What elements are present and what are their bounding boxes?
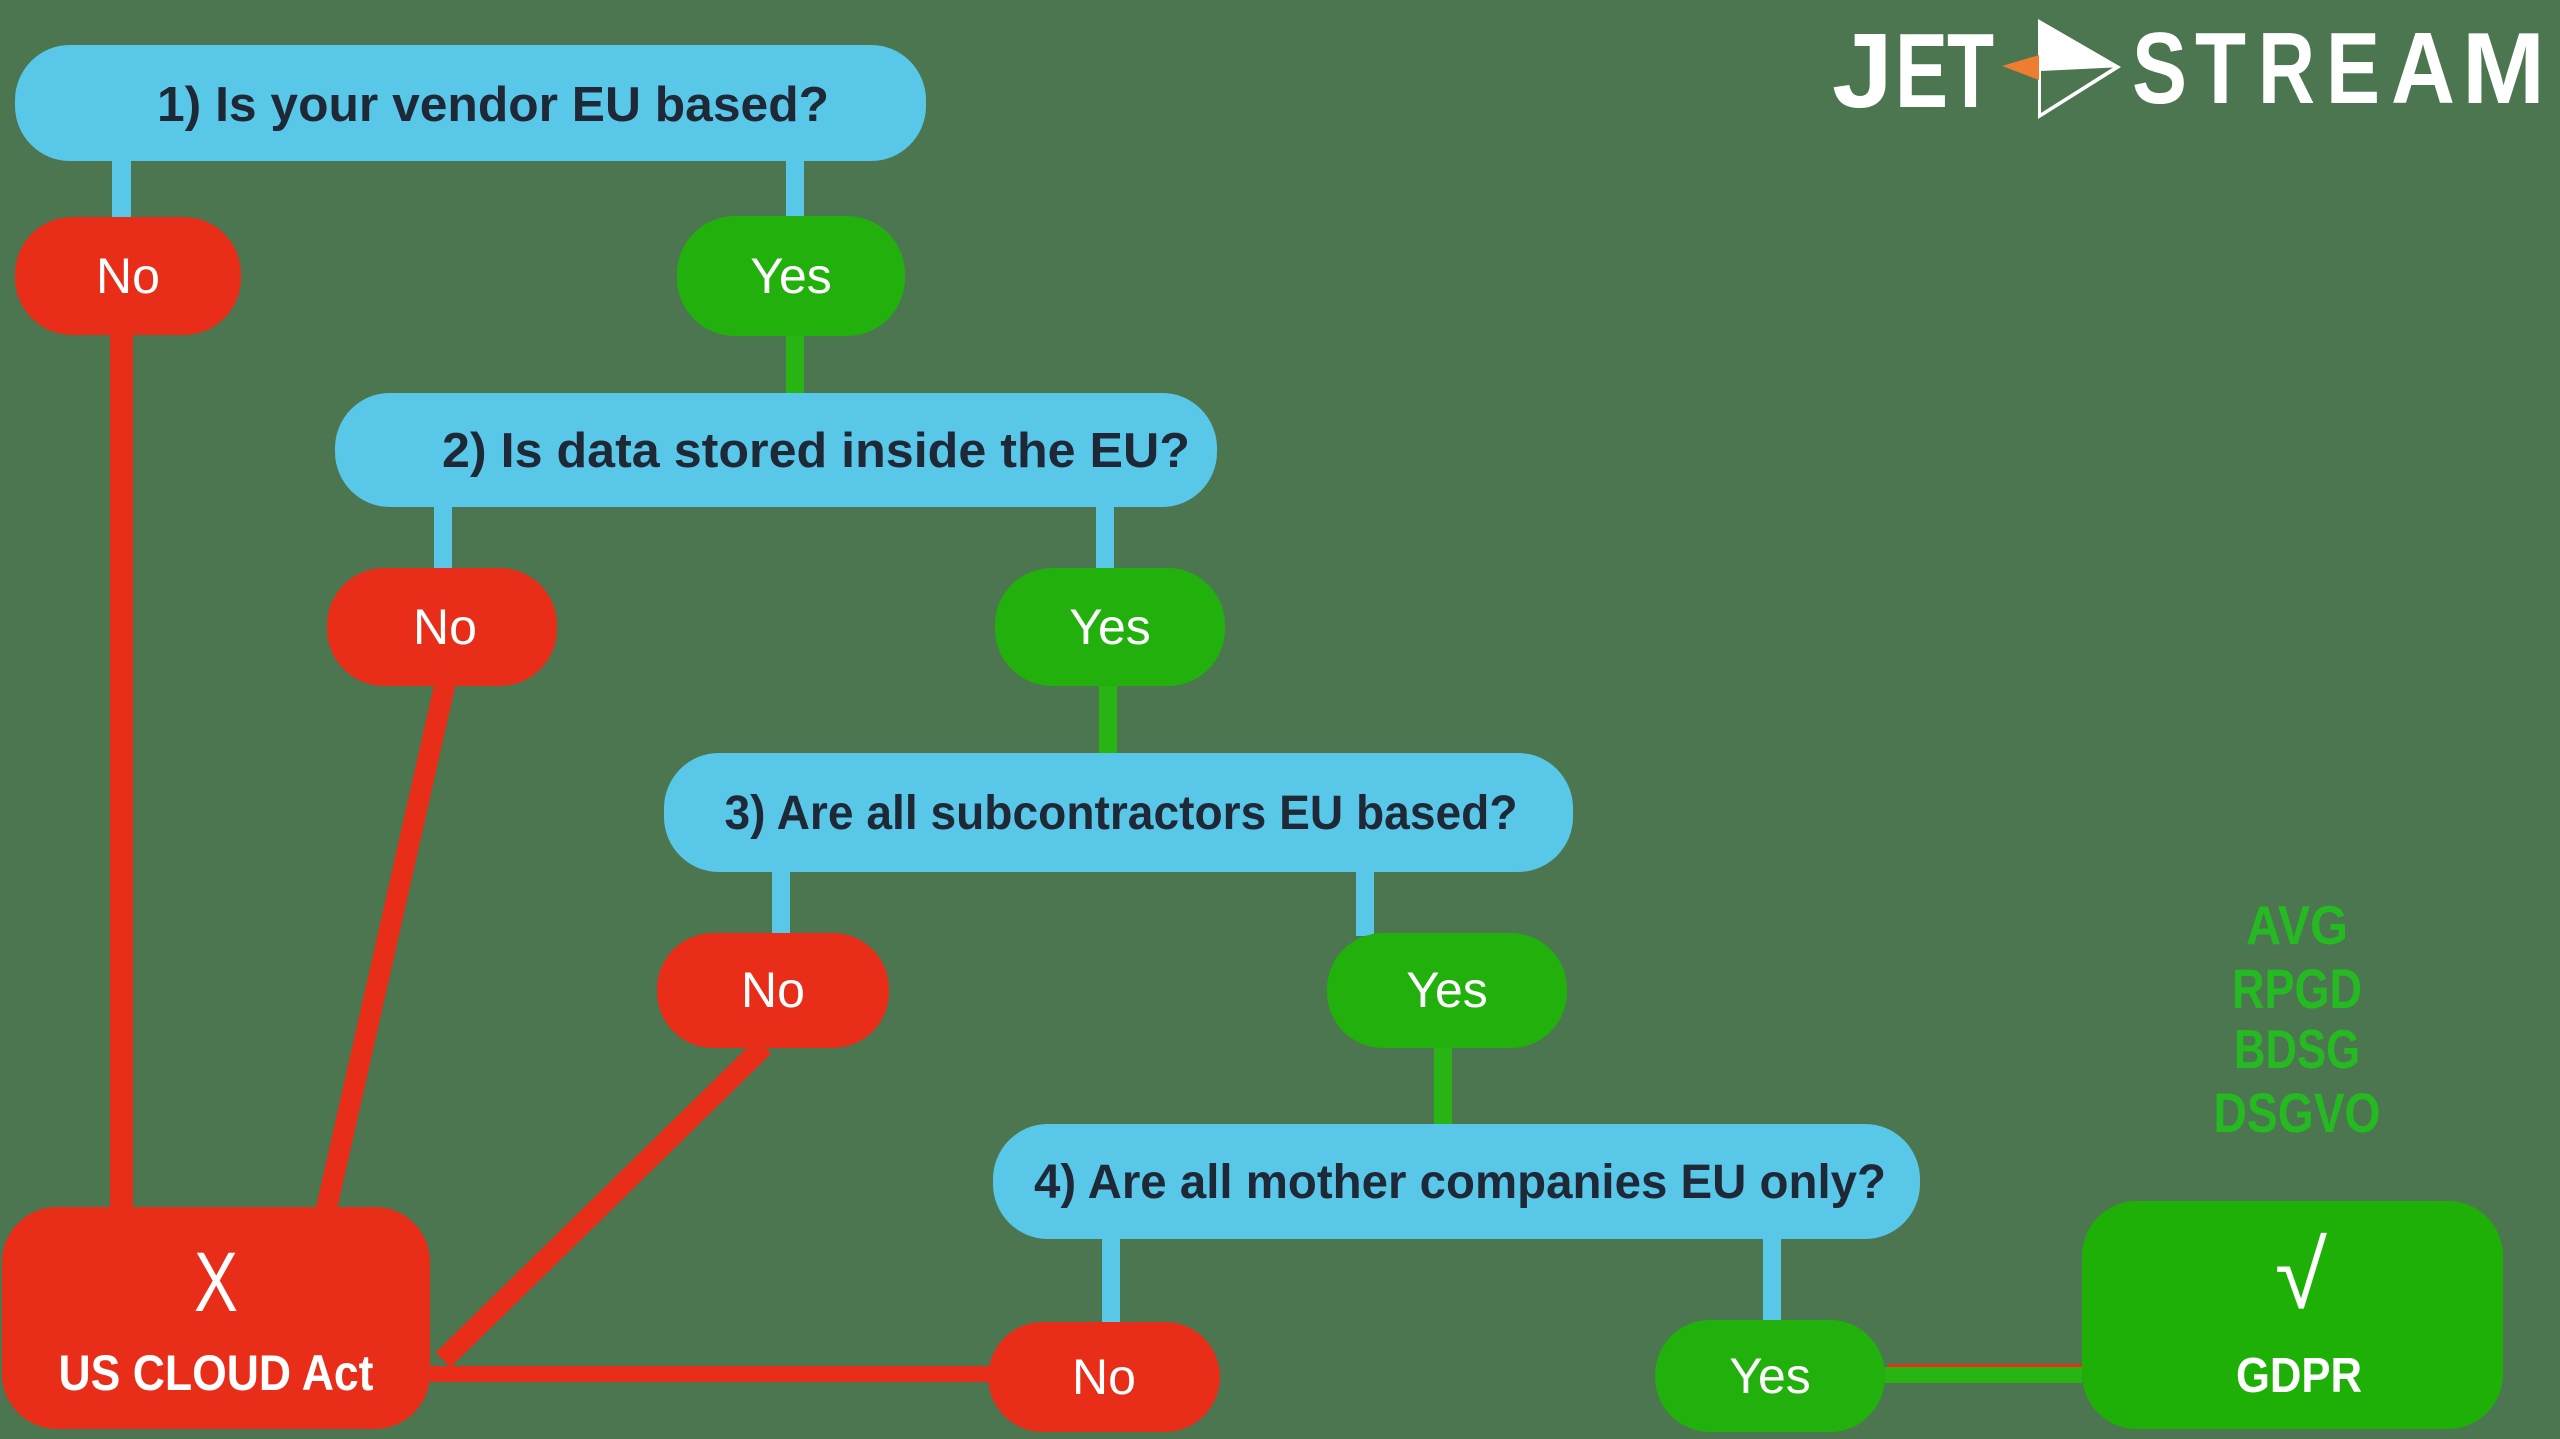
svg-text:AVG: AVG (2246, 894, 2348, 956)
svg-text:1) Is your vendor EU based?: 1) Is your vendor EU based? (157, 78, 829, 132)
svg-text:US CLOUD Act: US CLOUD Act (59, 1345, 374, 1401)
svg-text:T: T (2195, 13, 2246, 125)
svg-text:Yes: Yes (750, 248, 832, 304)
svg-text:T: T (1947, 12, 1994, 130)
svg-text:E: E (1895, 12, 1948, 130)
svg-text:DSGVO: DSGVO (2214, 1081, 2381, 1144)
svg-text:No: No (741, 962, 805, 1018)
svg-text:4) Are all mother companies EU: 4) Are all mother companies EU only? (1034, 1156, 1886, 1209)
svg-text:E: E (2326, 13, 2380, 125)
svg-text:√: √ (2275, 1223, 2328, 1329)
svg-text:RPGD: RPGD (2232, 957, 2362, 1020)
svg-text:3) Are all subcontractors EU b: 3) Are all subcontractors EU based? (725, 787, 1518, 840)
svg-text:No: No (96, 248, 160, 304)
svg-text:No: No (1072, 1349, 1136, 1405)
svg-text:X: X (194, 1235, 238, 1329)
svg-text:R: R (2258, 13, 2315, 125)
svg-text:Yes: Yes (1069, 599, 1151, 655)
svg-text:GDPR: GDPR (2236, 1349, 2362, 1403)
svg-text:M: M (2462, 13, 2545, 125)
svg-text:No: No (413, 599, 477, 655)
svg-text:BDSG: BDSG (2234, 1018, 2360, 1080)
svg-text:S: S (2132, 13, 2187, 125)
svg-text:2) Is data stored inside the E: 2) Is data stored inside the EU? (442, 424, 1190, 478)
svg-text:A: A (2391, 13, 2455, 125)
svg-text:Yes: Yes (1729, 1348, 1811, 1404)
svg-text:J: J (1832, 12, 1893, 130)
svg-text:Yes: Yes (1406, 962, 1488, 1018)
